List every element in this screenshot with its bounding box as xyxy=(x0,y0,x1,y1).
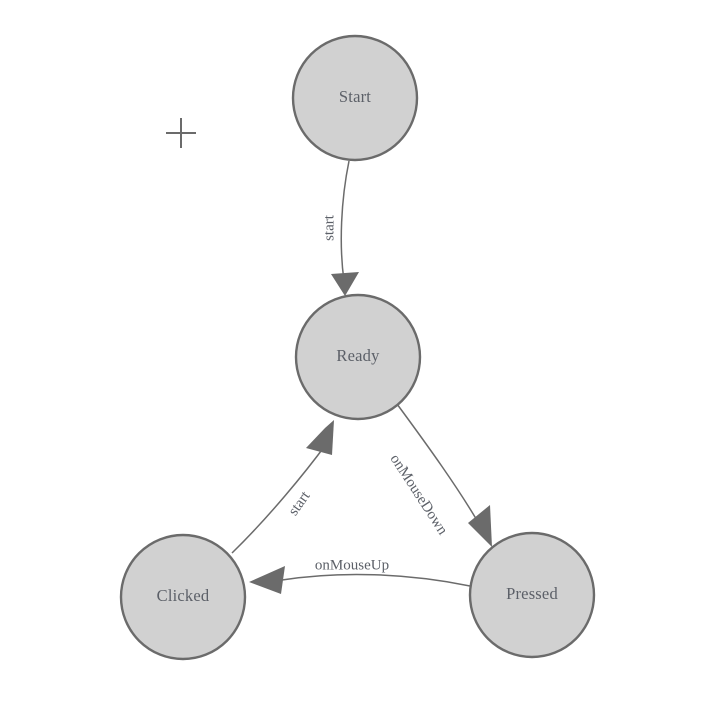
edge-ready-to-pressed-path xyxy=(396,403,483,530)
edge-clicked-to-ready[interactable] xyxy=(231,420,334,554)
plus-marker-icon xyxy=(166,118,196,148)
edge-start-to-ready-path xyxy=(340,160,350,282)
state-node-clicked-circle xyxy=(119,533,247,661)
edge-label-start-to-ready: start xyxy=(321,214,337,241)
state-node-ready[interactable]: Ready xyxy=(294,293,422,421)
edge-label-clicked-to-ready: start xyxy=(286,488,314,519)
state-node-ready-circle xyxy=(294,293,422,421)
state-node-clicked[interactable]: Clicked xyxy=(119,533,247,661)
edge-pressed-to-clicked-path xyxy=(281,573,471,587)
state-node-pressed[interactable]: Pressed xyxy=(468,531,596,659)
edge-ready-to-pressed[interactable] xyxy=(396,403,492,547)
edge-clicked-to-ready-arrowhead xyxy=(306,420,334,455)
state-node-pressed-circle xyxy=(468,531,596,659)
state-node-pressed-label: Pressed xyxy=(506,584,558,603)
state-node-start-label: Start xyxy=(339,87,371,106)
state-node-clicked-label: Clicked xyxy=(157,586,210,605)
state-node-ready-label: Ready xyxy=(336,346,380,365)
edge-clicked-to-ready-path xyxy=(231,442,328,554)
edge-label-pressed-to-clicked: onMouseUp xyxy=(315,557,389,573)
edge-start-to-ready[interactable] xyxy=(331,160,359,296)
edge-pressed-to-clicked-arrowhead xyxy=(249,566,285,594)
edge-ready-to-pressed-arrowhead xyxy=(468,505,492,547)
state-node-start[interactable]: Start xyxy=(291,34,419,162)
edge-pressed-to-clicked[interactable] xyxy=(249,566,471,594)
edge-start-to-ready-arrowhead xyxy=(331,272,359,296)
state-node-start-circle xyxy=(291,34,419,162)
